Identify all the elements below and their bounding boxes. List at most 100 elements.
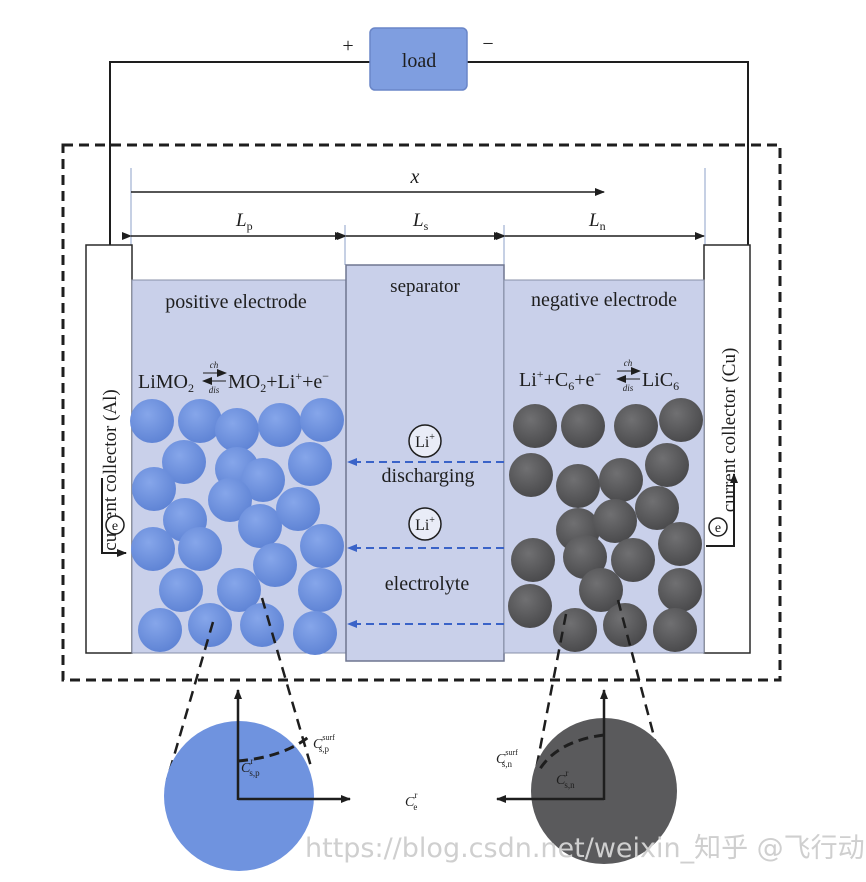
positive-particle bbox=[240, 603, 284, 647]
load-box bbox=[369, 27, 468, 91]
electron-icon-right bbox=[708, 517, 728, 537]
positive-particle bbox=[131, 527, 175, 571]
external-circuit: load + − bbox=[109, 27, 749, 245]
separator-label: separator bbox=[390, 276, 460, 297]
positive-particle bbox=[288, 442, 332, 486]
electron-flow-arrow-right bbox=[706, 473, 738, 547]
positive-particle bbox=[208, 478, 252, 522]
watermark-text: https://blog.csdn.net/weixin_知乎 @飞行动力 bbox=[305, 833, 866, 864]
negative-particle bbox=[508, 584, 552, 628]
negative-particle bbox=[645, 443, 689, 487]
negative-particle bbox=[563, 535, 607, 579]
negative-particle bbox=[556, 464, 600, 508]
li-ion-icon-bottom bbox=[408, 507, 442, 541]
ls-label: Ls bbox=[412, 210, 429, 233]
positive-particle bbox=[300, 524, 344, 568]
wire-right bbox=[466, 61, 749, 245]
cell-boundary bbox=[61, 143, 782, 682]
arrow-ch-label-negative: ch bbox=[624, 358, 633, 368]
plus-sign: + bbox=[342, 35, 353, 57]
positive-reaction: LiMO2 ch dis MO2+Li++e− bbox=[138, 360, 329, 395]
positive-particle bbox=[178, 527, 222, 571]
zoom-line-negative-left bbox=[532, 613, 568, 781]
collector-al-plate bbox=[85, 244, 133, 654]
positive-particle bbox=[138, 608, 182, 652]
positive-particle bbox=[238, 504, 282, 548]
positive-particle bbox=[159, 568, 203, 612]
positive-particle bbox=[215, 408, 259, 452]
zoom-negative-concentration-profile bbox=[536, 733, 605, 773]
collector-cu-label: current collector (Cu) bbox=[719, 348, 740, 513]
positive-particle bbox=[293, 611, 337, 655]
dimension-lines: x Lp Ls Ln bbox=[122, 166, 706, 282]
x-label: x bbox=[410, 166, 420, 188]
positive-particle bbox=[253, 543, 297, 587]
positive-particle bbox=[258, 403, 302, 447]
negative-particles bbox=[508, 398, 703, 652]
load-label: load bbox=[402, 50, 436, 72]
electron-flow-arrow-left bbox=[101, 478, 127, 557]
negative-particle bbox=[593, 499, 637, 543]
negative-reaction-product: LiC6 bbox=[642, 369, 679, 393]
wire-left bbox=[109, 61, 372, 245]
zoom-line-negative-right bbox=[616, 599, 668, 783]
positive-particle bbox=[217, 568, 261, 612]
negative-particle bbox=[635, 486, 679, 530]
positive-particle bbox=[300, 398, 344, 442]
negative-particle bbox=[561, 404, 605, 448]
negative-particle bbox=[659, 398, 703, 442]
negative-particle bbox=[658, 522, 702, 566]
positive-particle bbox=[276, 487, 320, 531]
positive-electrode-label: positive electrode bbox=[165, 291, 307, 313]
negative-electrode-label: negative electrode bbox=[531, 289, 677, 311]
li-ion-icon-top bbox=[408, 424, 442, 458]
negative-reaction: Li++C6+e− ch dis LiC6 bbox=[519, 358, 679, 393]
positive-reaction-product: MO2+Li++e− bbox=[228, 369, 329, 395]
current-collector-left: current collector (Al) e bbox=[85, 244, 133, 654]
negative-particle bbox=[509, 453, 553, 497]
electron-symbol-right: e bbox=[715, 521, 721, 536]
negative-particle bbox=[511, 538, 555, 582]
positive-particle bbox=[162, 440, 206, 484]
zoom-positive-concentration-profile bbox=[237, 733, 312, 763]
positive-particle bbox=[132, 467, 176, 511]
positive-reaction-reactant: LiMO2 bbox=[138, 371, 194, 395]
electron-symbol-left: e bbox=[112, 519, 118, 534]
negative-particle bbox=[579, 568, 623, 612]
negative-particle bbox=[614, 404, 658, 448]
minus-sign: − bbox=[482, 33, 493, 55]
negative-reaction-reactants: Li++C6+e− bbox=[519, 367, 601, 393]
negative-particle bbox=[553, 608, 597, 652]
negative-particle bbox=[599, 458, 643, 502]
positive-particles bbox=[130, 398, 344, 655]
arrow-ch-label-positive: ch bbox=[210, 360, 219, 370]
arrow-dis-label-negative: dis bbox=[623, 383, 634, 393]
collector-cu-plate bbox=[703, 244, 751, 654]
ion-transport: Li+ discharging Li+ electrolyte bbox=[347, 424, 504, 628]
negative-particle bbox=[653, 608, 697, 652]
arrow-dis-label-positive: dis bbox=[209, 385, 220, 395]
electrolyte-label: electrolyte bbox=[385, 573, 470, 595]
electron-icon-left bbox=[105, 515, 125, 535]
positive-particle bbox=[130, 399, 174, 443]
ln-label: Ln bbox=[588, 210, 606, 233]
current-collector-right: current collector (Cu) e bbox=[703, 244, 751, 654]
li-ion-label-bottom: Li+ bbox=[415, 515, 435, 534]
positive-particle bbox=[178, 399, 222, 443]
zoom-line-positive-left bbox=[165, 621, 215, 781]
negative-particle bbox=[658, 568, 702, 612]
positive-particle bbox=[241, 458, 285, 502]
negative-particle bbox=[611, 538, 655, 582]
negative-particle bbox=[513, 404, 557, 448]
positive-particle bbox=[298, 568, 342, 612]
collector-al-label: current collector (Al) bbox=[100, 389, 121, 550]
